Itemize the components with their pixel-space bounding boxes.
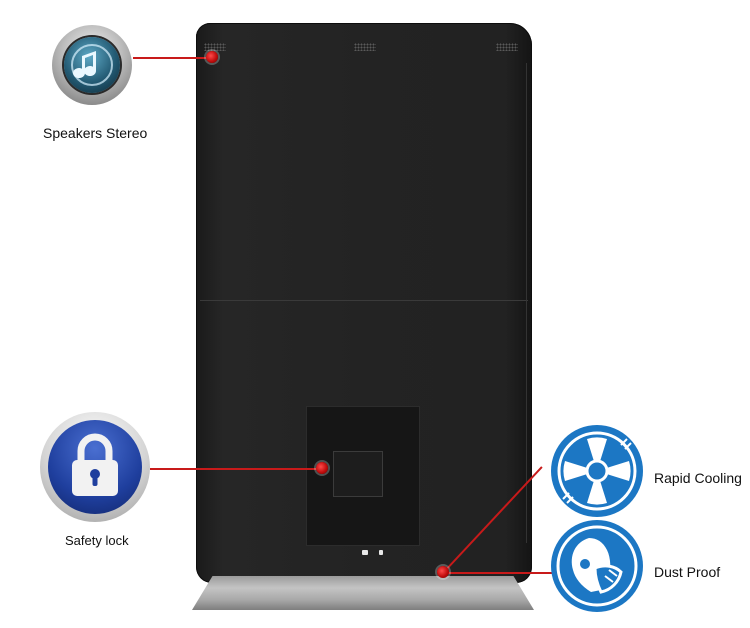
access-panel (306, 406, 420, 546)
mask-icon (556, 525, 638, 607)
speakers-badge-core (64, 37, 120, 93)
callout-dot-lock (316, 462, 328, 474)
rapid-cooling-badge (551, 425, 643, 517)
speakers-stereo-label: Speakers Stereo (43, 125, 148, 141)
speakers-stereo-badge (52, 25, 132, 105)
usb-port (362, 550, 368, 555)
fan-icon (557, 431, 637, 511)
callout-dot-vent (437, 566, 449, 578)
speaker-icon (71, 44, 113, 86)
power-port (379, 550, 383, 555)
kiosk-base (192, 576, 534, 610)
speaker-grille-center (354, 43, 376, 51)
speaker-grille-right (496, 43, 518, 51)
lock-icon (72, 433, 118, 496)
callout-line-speakers (133, 57, 213, 59)
callout-dot-speakers (206, 51, 218, 63)
callout-line-lock (150, 468, 322, 470)
dust-proof-badge (551, 520, 643, 612)
safety-lock-badge (40, 412, 150, 522)
safety-lock-label: Safety lock (65, 533, 129, 548)
rapid-cooling-label: Rapid Cooling (654, 470, 742, 486)
speaker-grille-left (204, 43, 226, 51)
lock-plate (333, 451, 383, 497)
kiosk-cabinet (196, 23, 532, 583)
dust-proof-label: Dust Proof (654, 564, 721, 580)
callout-line-dust (443, 572, 552, 574)
cabinet-edge (526, 63, 527, 543)
panel-seam (200, 300, 528, 301)
